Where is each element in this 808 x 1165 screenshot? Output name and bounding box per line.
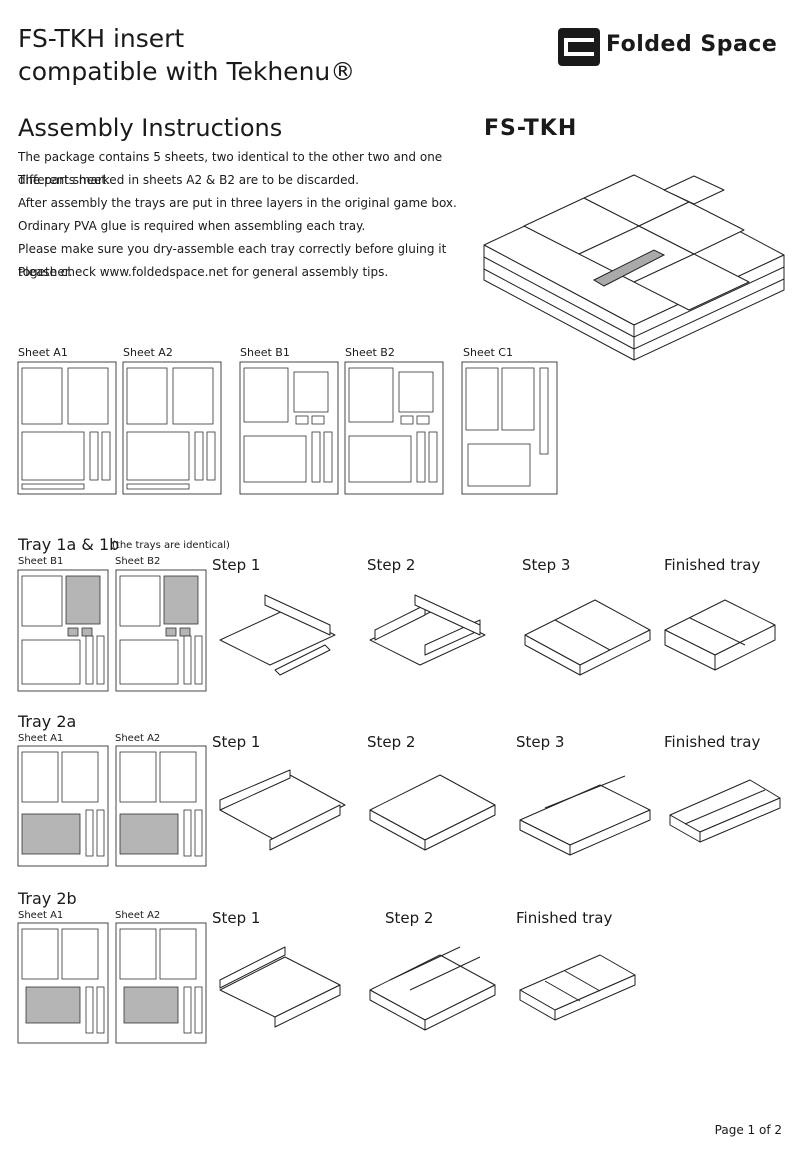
tray1-sheets (17, 569, 207, 692)
sheet-c1-diagram (461, 361, 558, 495)
tray2b-sheet-right-label: Sheet A2 (115, 910, 161, 921)
intro-text: The package contains 5 sheets, two ident… (18, 146, 488, 284)
product-code: FS-TKH (484, 116, 578, 141)
tray1-finished-drawing (664, 599, 776, 671)
page-number: Page 1 of 2 (714, 1123, 782, 1137)
tray2b-step1-drawing (219, 946, 341, 1028)
sheet-b1-diagram (239, 361, 339, 495)
tray1-assembly-steps (219, 594, 776, 676)
brand-name: Folded Space (606, 32, 778, 57)
tray2a-sheet-left-label: Sheet A1 (18, 733, 64, 744)
sheet-label-c1: Sheet C1 (463, 346, 513, 359)
intro-line: Ordinary PVA glue is required when assem… (18, 219, 366, 233)
sheet-b2-diagram (344, 361, 444, 495)
tray2a-step2-drawing (369, 774, 496, 851)
tray2b-step2-drawing (369, 946, 496, 1031)
tray1-step-1: Step 1 (212, 556, 261, 574)
tray2a-title: Tray 2a (18, 712, 77, 731)
tray1-step1-drawing (219, 594, 336, 676)
tray1-finished: Finished tray (664, 556, 761, 574)
sheet-label-b2: Sheet B2 (345, 346, 395, 359)
tray2a-finished-drawing (669, 779, 781, 843)
brand-logo: Folded Space (556, 26, 786, 68)
section-heading: Assembly Instructions (18, 114, 283, 142)
tray2b-title: Tray 2b (18, 889, 77, 908)
tray2a-sheet-right-label: Sheet A2 (115, 733, 161, 744)
tray1-step3-drawing (524, 599, 651, 676)
tray2b-assembly-steps (219, 946, 636, 1031)
intro-line: Please check www.foldedspace.net for gen… (18, 265, 389, 279)
document-title: FS-TKH insert compatible with Tekhenu® (18, 22, 355, 88)
tray1-step2-drawing (369, 594, 486, 666)
sheet-a2-diagram (122, 361, 222, 495)
sheet-label-a1: Sheet A1 (18, 346, 68, 359)
tray2a-step-1: Step 1 (212, 733, 261, 751)
sheet-label-b1: Sheet B1 (240, 346, 290, 359)
title-line-1: FS-TKH insert (18, 24, 185, 53)
folded-space-logo-icon (558, 28, 600, 66)
tray1-title: Tray 1a & 1b (18, 535, 120, 554)
tray1-step-2: Step 2 (367, 556, 416, 574)
intro-line: After assembly the trays are put in thre… (18, 196, 457, 210)
tray2a-finished: Finished tray (664, 733, 761, 751)
tray2b-finished: Finished tray (516, 909, 613, 927)
intro-line: The parts marked in sheets A2 & B2 are t… (18, 173, 359, 187)
tray1-sheet-right-label: Sheet B2 (115, 556, 161, 567)
tray2a-assembly-steps (219, 769, 781, 856)
title-line-2: compatible with Tekhenu® (18, 57, 356, 86)
sheets-overview (17, 361, 558, 495)
assembled-insert-illustration (483, 174, 785, 361)
tray1-step-3: Step 3 (522, 556, 571, 574)
tray2b-sheets (17, 922, 207, 1044)
intro-line: Please make sure you dry-assemble each t… (18, 242, 447, 279)
sheet-label-a2: Sheet A2 (123, 346, 173, 359)
tray2b-step-1: Step 1 (212, 909, 261, 927)
intro-line: The package contains 5 sheets, two ident… (18, 150, 443, 187)
tray2a-sheets (17, 745, 207, 867)
tray1-note: (the trays are identical) (112, 540, 230, 551)
tray1-sheet-left-label: Sheet B1 (18, 556, 64, 567)
tray2a-step-3: Step 3 (516, 733, 565, 751)
tray2b-step-2: Step 2 (385, 909, 434, 927)
tray2b-finished-drawing (519, 954, 636, 1021)
tray2a-step-2: Step 2 (367, 733, 416, 751)
tray2a-step1-drawing (219, 769, 346, 851)
tray2b-sheet-left-label: Sheet A1 (18, 910, 64, 921)
tray2a-step3-drawing (519, 775, 651, 856)
sheet-a1-diagram (17, 361, 117, 495)
